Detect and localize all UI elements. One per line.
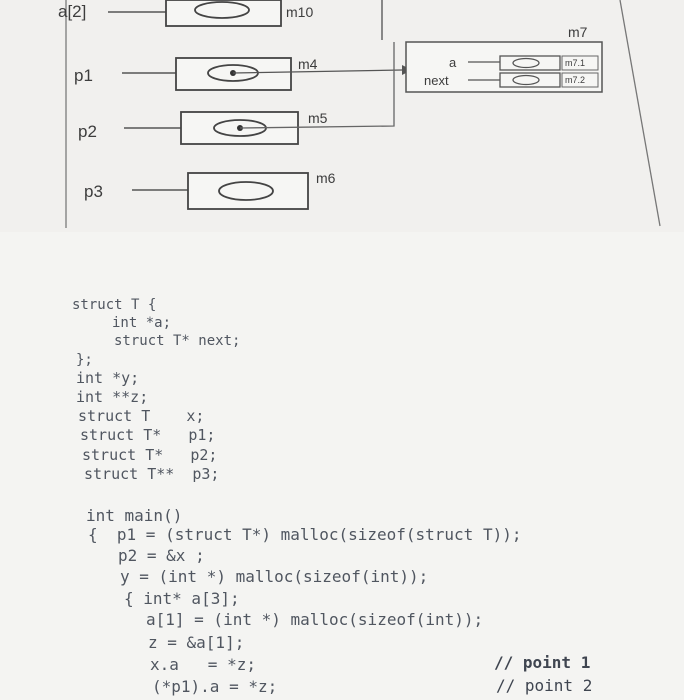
m7-1-oval [512, 57, 540, 69]
code-comment: // point 2 [496, 676, 593, 695]
m7-2-cell [499, 72, 561, 88]
code-line: z = &a[1]; [148, 633, 245, 652]
code-line: struct T x; [78, 407, 205, 425]
code-line: (*p1).a = *z; [152, 677, 278, 696]
code-line: x.a = *z; [150, 655, 256, 674]
memory-diagram: a[2] p1 p2 p3 m10 m4 m5 m6 m7 a next m7.… [0, 0, 684, 232]
m6-oval [218, 181, 274, 201]
cell-label-m7-1: m7.1 [565, 58, 586, 68]
code-line: int **z; [76, 388, 149, 406]
code-line: }; [76, 352, 93, 368]
code-line: int main() [86, 506, 183, 525]
code-line: struct T** p3; [84, 465, 220, 483]
code-line: { p1 = (struct T*) malloc(sizeof(struct … [88, 525, 522, 544]
var-label-p1: p1 [74, 66, 93, 85]
diagram-right-border [619, 0, 661, 227]
code-line: a[1] = (int *) malloc(sizeof(int)); [146, 610, 484, 629]
code-line: struct T* p1; [80, 426, 216, 444]
code-line: int *y; [76, 369, 140, 387]
mem-label-m4: m4 [298, 56, 318, 72]
m7-struct-box [405, 41, 603, 93]
var-label-p3: p3 [84, 182, 103, 201]
field-label-a: a [449, 55, 457, 70]
diagram-graphics [65, 0, 661, 228]
code-comment: // point 1 [494, 653, 591, 672]
m7-1-cell [499, 55, 561, 71]
mem-label-m5: m5 [308, 110, 328, 126]
m7-2-label-box [561, 72, 599, 88]
code-listing: struct T { int *a; struct T* next; }; in… [0, 0, 592, 696]
m7-1-label-box [561, 55, 599, 71]
field-label-next: next [424, 73, 449, 88]
var-label-a2: a[2] [58, 2, 87, 21]
m10-box [165, 0, 282, 27]
mem-label-m7: m7 [568, 24, 588, 40]
code-line: { int* a[3]; [124, 589, 240, 608]
m5-pointer-line [239, 42, 395, 129]
code-line: p2 = &x ; [118, 546, 205, 565]
code-line: struct T* next; [114, 333, 241, 349]
mem-label-m10: m10 [286, 4, 314, 20]
code-line: y = (int *) malloc(sizeof(int)); [120, 567, 429, 586]
m6-box [187, 172, 309, 210]
code-line: int *a; [112, 315, 172, 331]
m4-pointer-arrow [232, 69, 403, 74]
var-label-p2: p2 [78, 122, 97, 141]
code-line: struct T { [72, 297, 157, 313]
mem-label-m6: m6 [316, 170, 336, 186]
cell-label-m7-2: m7.2 [565, 75, 586, 85]
m10-oval [194, 1, 250, 19]
m7-2-oval [512, 74, 540, 86]
code-line: struct T* p2; [82, 446, 218, 464]
